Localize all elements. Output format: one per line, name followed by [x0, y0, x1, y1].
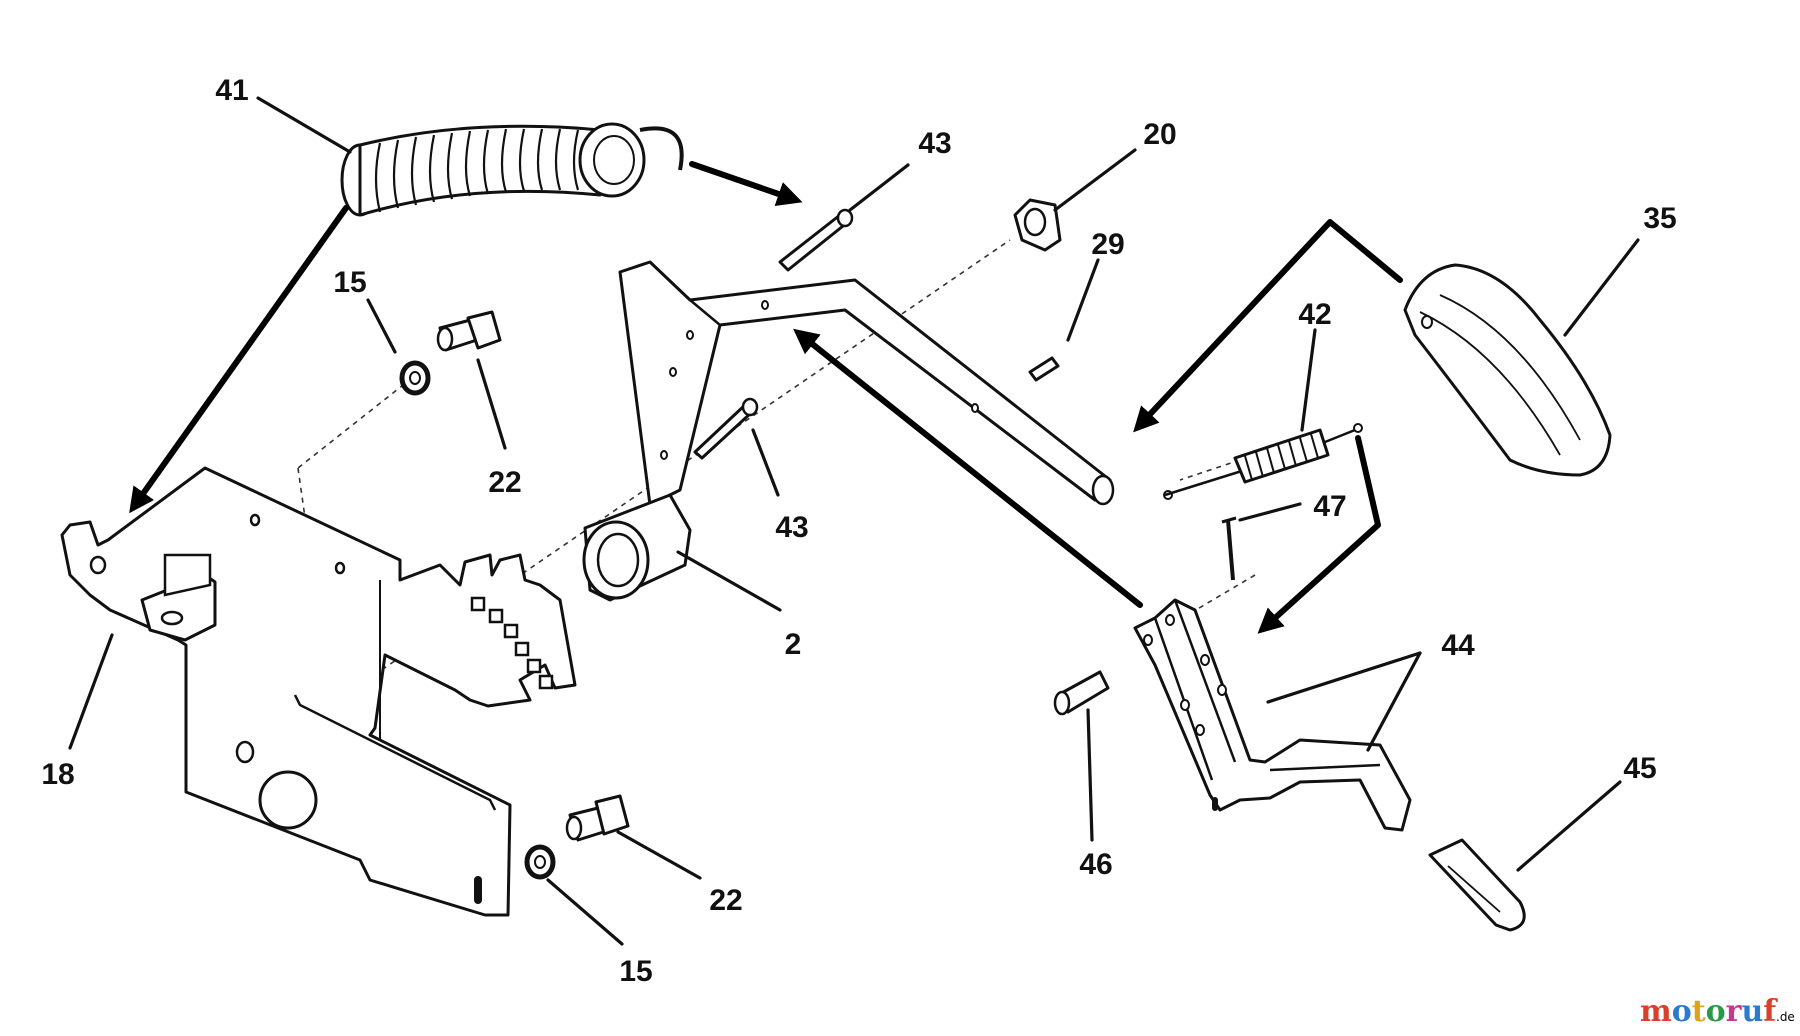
label-15-upper: 15 [333, 266, 366, 299]
grip-45 [1428, 838, 1526, 932]
pedal-bracket-44 [1133, 598, 1412, 832]
label-45: 45 [1623, 752, 1656, 785]
label-22-lower: 22 [709, 884, 742, 917]
roll-pin-29 [1028, 356, 1060, 382]
label-22-upper: 22 [488, 466, 521, 499]
label-18: 18 [41, 758, 74, 791]
label-46: 46 [1079, 848, 1112, 881]
bolt-22-upper [436, 310, 502, 352]
label-42: 42 [1298, 298, 1331, 331]
clip-20 [1013, 198, 1062, 252]
pedal-lever-2 [582, 260, 1115, 602]
watermark-text: motoruf [1640, 994, 1778, 1029]
pedal-pad-35 [1403, 263, 1612, 477]
label-15-lower: 15 [619, 955, 652, 988]
leader-lines [68, 96, 1640, 946]
label-47: 47 [1313, 490, 1346, 523]
cotter-pin-43-upper [778, 208, 854, 272]
assembly-arrows [129, 161, 1403, 634]
bolt-46 [1053, 670, 1110, 716]
label-29: 29 [1091, 228, 1124, 261]
callout-labels: 41 43 20 29 35 15 22 42 43 47 2 44 18 45… [41, 74, 1676, 988]
screw-47 [1221, 516, 1237, 581]
label-35: 35 [1643, 202, 1676, 235]
washer-15-lower [524, 844, 556, 880]
label-2: 2 [785, 628, 802, 661]
extension-spring-41 [340, 122, 684, 217]
label-43-upper: 43 [918, 127, 951, 160]
watermark-suffix: .de [1776, 1010, 1795, 1024]
label-41: 41 [215, 74, 248, 107]
label-20: 20 [1143, 118, 1176, 151]
cotter-pin-43-lower [693, 397, 759, 460]
mounting-bracket-18 [60, 466, 577, 917]
label-44: 44 [1441, 629, 1475, 662]
label-43-lower: 43 [775, 511, 808, 544]
watermark-logo: motoruf .de [1640, 994, 1795, 1029]
washer-15-upper [399, 360, 431, 396]
spring-42 [1163, 423, 1363, 500]
bolt-22-lower [565, 794, 630, 842]
